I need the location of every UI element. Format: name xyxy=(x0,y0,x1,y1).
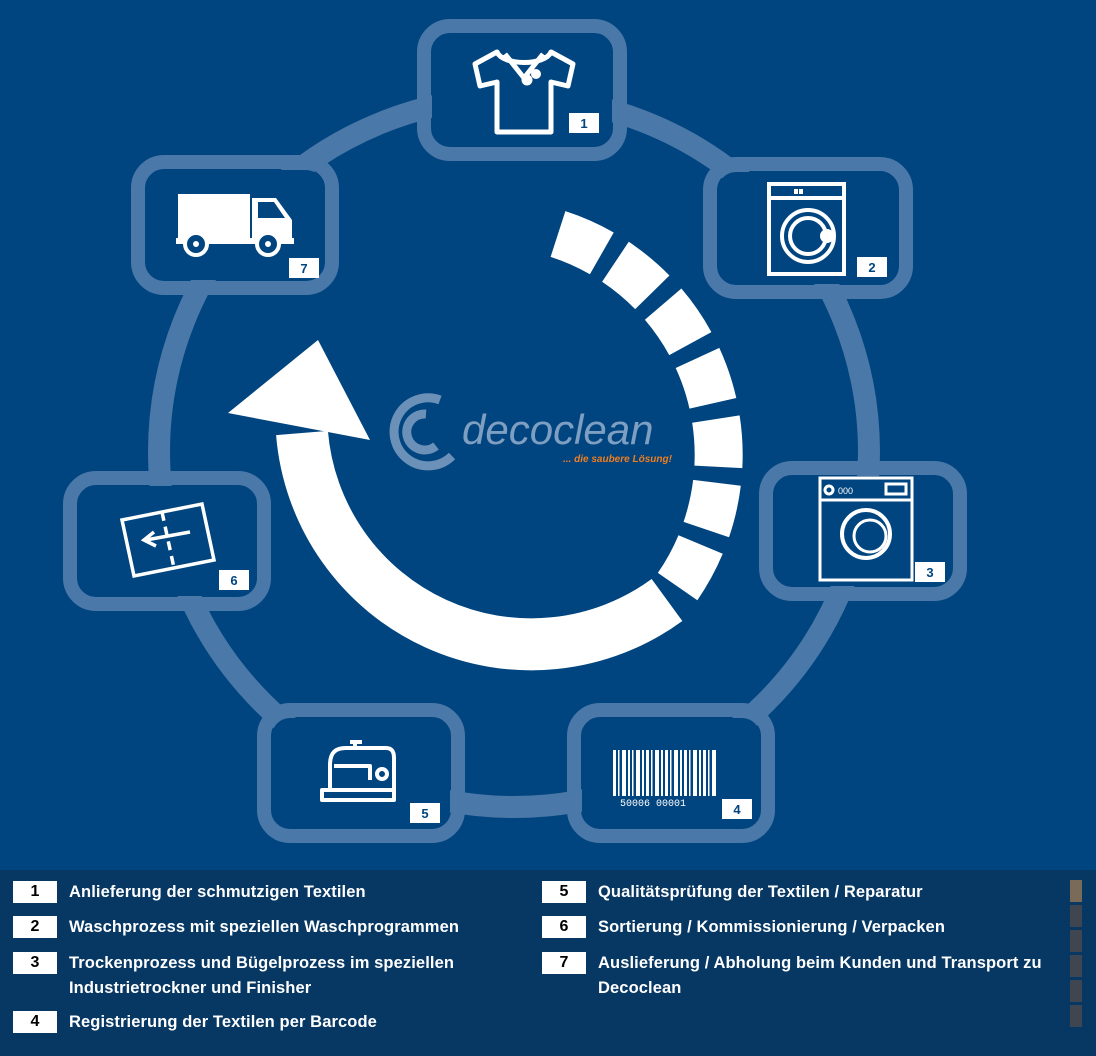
legend-item-2: 2 Waschprozess mit speziellen Waschprogr… xyxy=(13,915,529,940)
decoclean-logo: decoclean ... die saubere Lösung! xyxy=(389,393,673,471)
scrollbar-track-segment xyxy=(1070,905,1082,927)
legend-text: Waschprozess mit speziellen Waschprogram… xyxy=(69,918,460,936)
legend-item-6: 6 Sortierung / Kommissionierung / Verpac… xyxy=(542,915,1078,940)
legend-text: Sortierung / Kommissionierung / Verpacke… xyxy=(598,918,946,936)
step-2-number: 2 xyxy=(868,260,875,275)
scrollbar[interactable] xyxy=(1070,880,1082,1034)
legend-number: 6 xyxy=(542,916,586,938)
scrollbar-track-segment xyxy=(1070,955,1082,977)
scrollbar-track-segment xyxy=(1070,930,1082,952)
step-1-box: 1 xyxy=(417,19,627,161)
step-4-box: 50006 00001 4 xyxy=(567,703,775,843)
step-1-number: 1 xyxy=(580,116,587,131)
step-6-box: 6 xyxy=(63,471,271,611)
logo-brand-text: decoclean xyxy=(462,406,653,453)
truck-icon xyxy=(176,194,294,257)
step-7-box: 7 xyxy=(131,155,339,295)
legend-item-7: 7 Auslieferung / Abholung beim Kunden un… xyxy=(542,951,1068,1001)
step-5-box: 5 xyxy=(257,703,465,843)
cycle-graphic: decoclean ... die saubere Lösung! 1 2 xyxy=(63,19,967,843)
package-icon xyxy=(119,501,217,579)
legend-number: 5 xyxy=(542,881,586,903)
dryer-icon xyxy=(818,476,914,582)
legend-item-3: 3 Trockenprozess und Bügelprozess im spe… xyxy=(13,951,489,1001)
dryer-display-icon: 000 xyxy=(838,486,853,496)
legend-number: 3 xyxy=(13,952,57,974)
step-7-number: 7 xyxy=(300,261,307,276)
washing-machine-icon xyxy=(767,182,846,276)
step-5-number: 5 xyxy=(421,806,428,821)
logo-tagline-text: ... die saubere Lösung! xyxy=(563,454,673,465)
process-diagram: decoclean ... die saubere Lösung! 1 2 xyxy=(63,19,967,843)
scrollbar-track-segment xyxy=(1070,1005,1082,1027)
step-6-number: 6 xyxy=(230,573,237,588)
step-4-number: 4 xyxy=(733,802,741,817)
sewing-machine-icon xyxy=(320,740,396,802)
dashed-progress-arc-icon xyxy=(550,211,743,608)
legend-item-4: 4 Registrierung der Textilen per Barcode xyxy=(13,1010,529,1035)
cycle-arrowhead-icon xyxy=(228,340,370,440)
legend-text: Anlieferung der schmutzigen Textilen xyxy=(69,883,366,901)
legend-number: 4 xyxy=(13,1011,57,1033)
barcode-icon xyxy=(613,750,716,796)
legend-item-5: 5 Qualitätsprüfung der Textilen / Repara… xyxy=(542,880,1078,905)
legend-number: 7 xyxy=(542,952,586,974)
barcode-digits: 50006 00001 xyxy=(620,799,686,810)
legend-text: Registrierung der Textilen per Barcode xyxy=(69,1013,377,1031)
scrollbar-track-segment xyxy=(1070,980,1082,1002)
legend-panel: 1 Anlieferung der schmutzigen Textilen 2… xyxy=(0,870,1096,1056)
legend-number: 2 xyxy=(13,916,57,938)
legend-text: Qualitätsprüfung der Textilen / Reparatu… xyxy=(598,883,923,901)
cycle-arrow-icon xyxy=(276,430,683,671)
step-2-box: 2 xyxy=(703,157,913,299)
scrollbar-thumb[interactable] xyxy=(1070,880,1082,902)
step-3-box: 000 3 xyxy=(759,461,967,601)
legend-text: Auslieferung / Abholung beim Kunden und … xyxy=(598,954,1042,997)
step-3-number: 3 xyxy=(926,565,933,580)
tshirt-icon xyxy=(472,49,576,135)
legend-text: Trockenprozess und Bügelprozess im spezi… xyxy=(69,954,455,997)
legend-number: 1 xyxy=(13,881,57,903)
logo-swirl-icon xyxy=(389,393,456,471)
legend-item-1: 1 Anlieferung der schmutzigen Textilen xyxy=(13,880,529,905)
